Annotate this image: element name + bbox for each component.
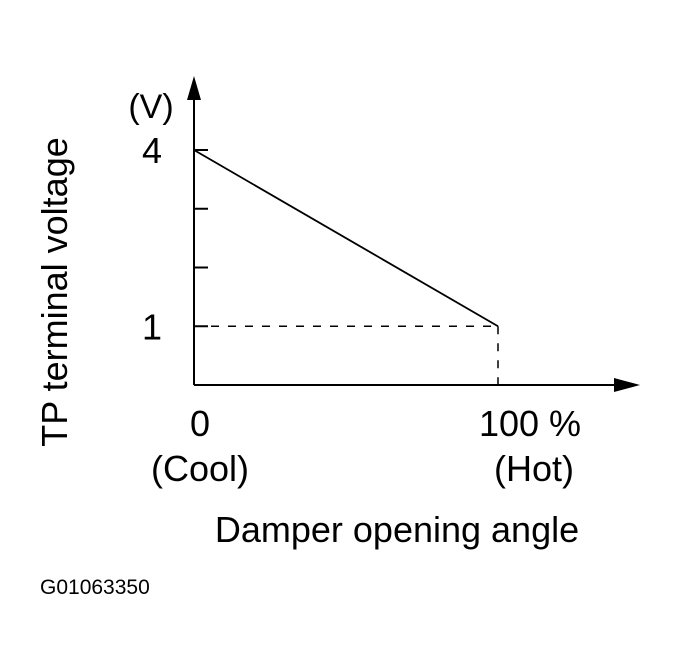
y-tick-label-0: 1 <box>142 306 162 347</box>
y-axis-arrowhead <box>187 76 201 100</box>
series-line-0 <box>193 149 499 328</box>
y-unit-label: (V) <box>128 88 173 126</box>
series-lines <box>193 149 499 328</box>
y-tick-label-3: 4 <box>142 130 162 171</box>
figure-id: G01063350 <box>40 576 150 599</box>
y-axis-ticks <box>194 149 208 328</box>
x-tick-sublabel-1: (Hot) <box>494 448 574 489</box>
x-axis-arrowhead <box>614 378 640 392</box>
reference-lines <box>194 325 499 385</box>
x-tick-label-1: 100 % <box>479 403 581 444</box>
x-tick-sublabel-0: (Cool) <box>151 448 249 489</box>
x-axis-label: Damper opening angle <box>215 509 579 550</box>
y-tick-labels: 14 <box>142 130 162 347</box>
x-tick-labels: 0(Cool) 100 %(Hot) <box>151 403 581 489</box>
y-axis-label: TP terminal voltage <box>34 137 75 446</box>
x-tick-label-0: 0 <box>190 403 210 444</box>
